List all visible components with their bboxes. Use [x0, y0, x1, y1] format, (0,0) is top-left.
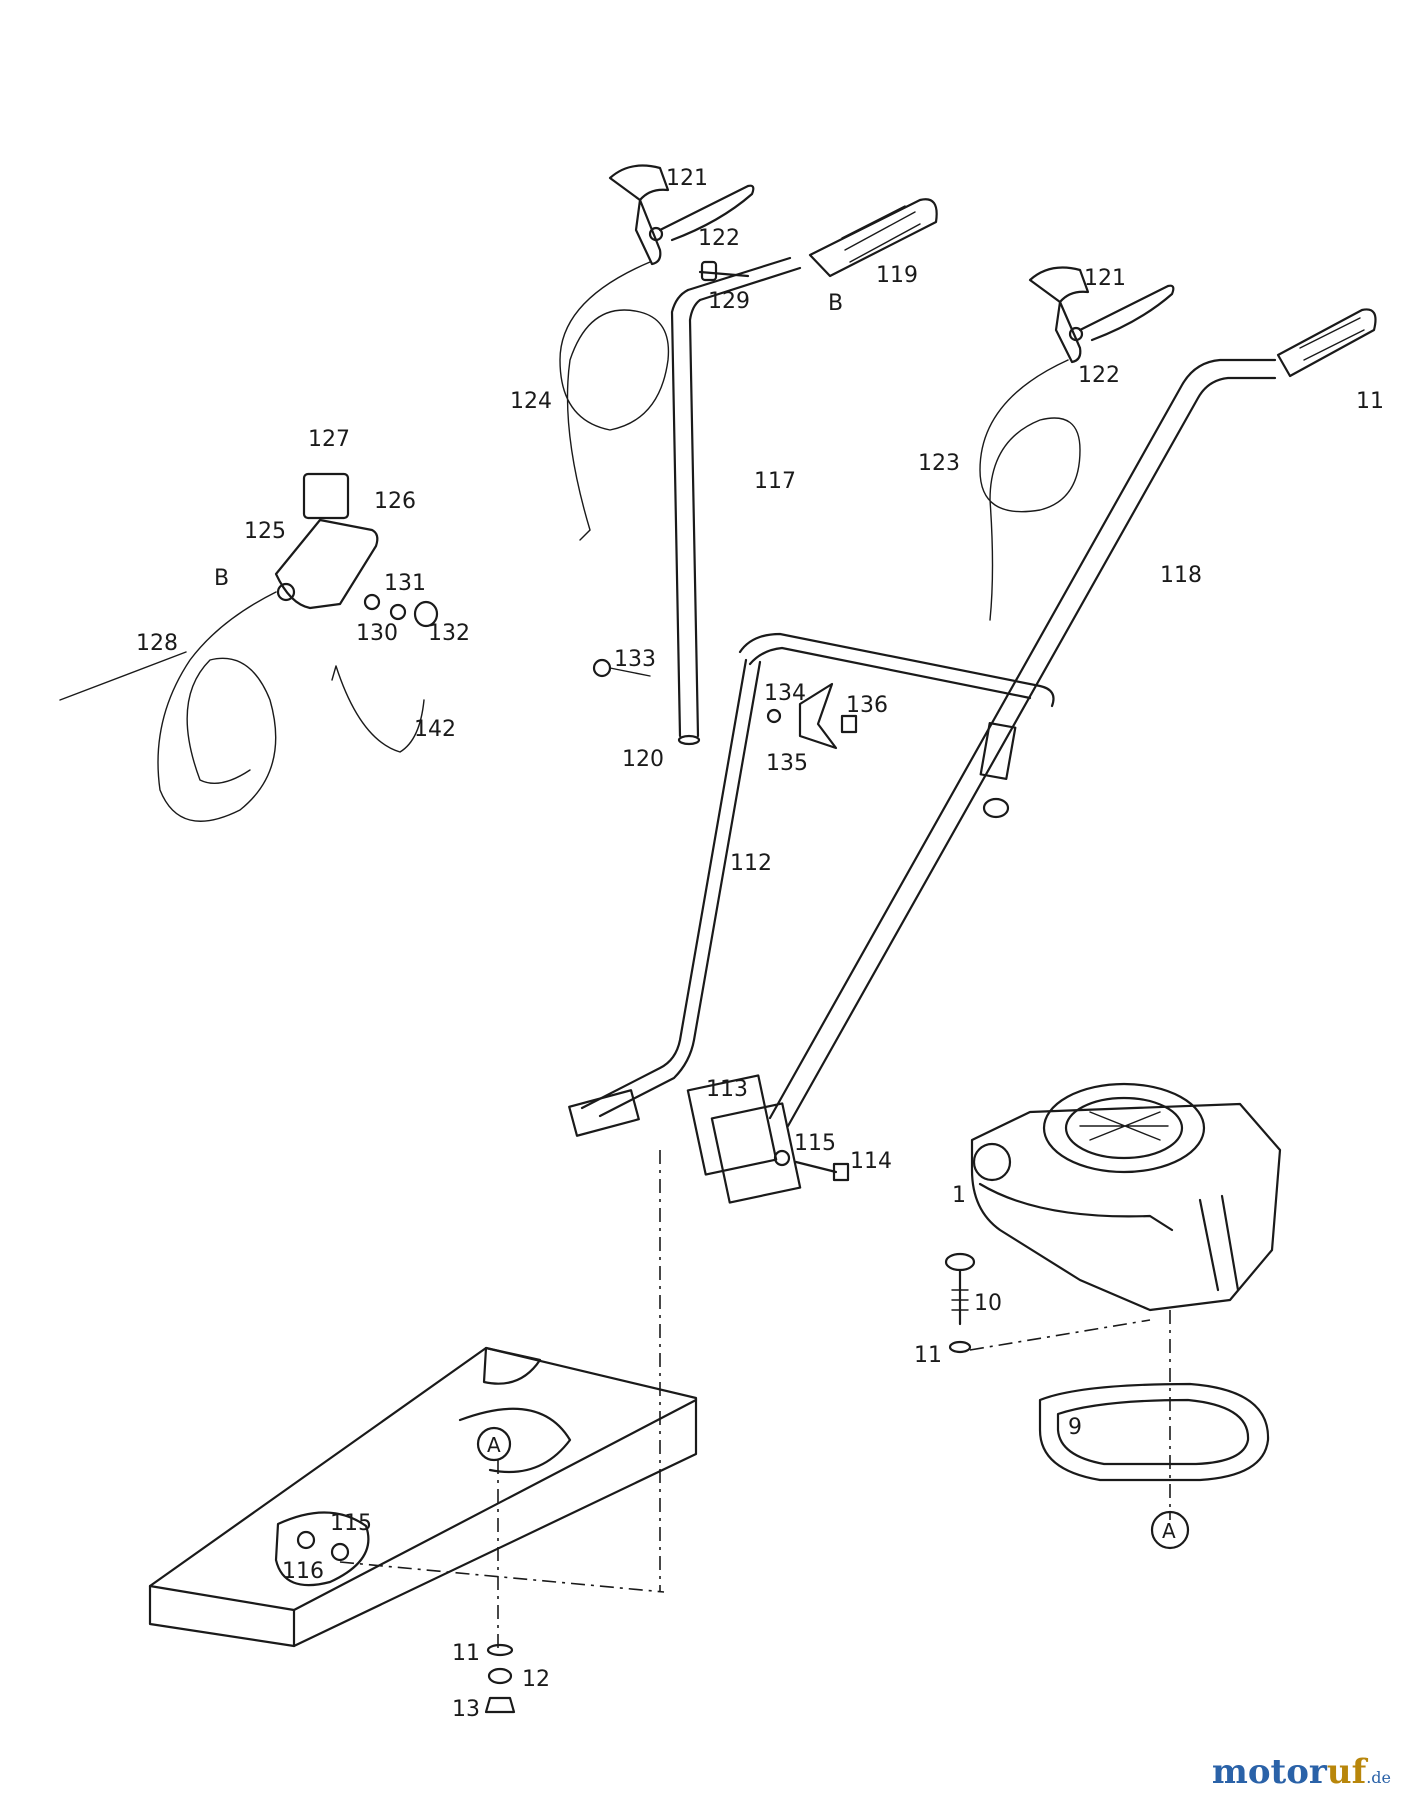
callout-114: 114 — [850, 1149, 892, 1174]
callout-115: 115 — [794, 1131, 836, 1156]
callout-127: 127 — [308, 427, 350, 452]
callout-9: 9 — [1068, 1415, 1082, 1440]
lever-left — [559, 164, 755, 541]
callout-126: 126 — [374, 489, 416, 514]
callouts: 121 122 119 129 B 124 117 121 122 11 123… — [136, 166, 1384, 1722]
callout-120: 120 — [622, 747, 664, 772]
callout-a: A — [1162, 1519, 1176, 1543]
callout-133: 133 — [614, 647, 656, 672]
callout-112: 112 — [730, 851, 772, 876]
callout-11: 11 — [914, 1343, 942, 1368]
lever-right — [979, 266, 1175, 621]
callout-12: 12 — [522, 1667, 550, 1692]
deck — [148, 1150, 1190, 1714]
callout-121: 121 — [666, 166, 708, 191]
callout-122: 122 — [1078, 363, 1120, 388]
callout-121: 121 — [1084, 266, 1126, 291]
callout-a: A — [487, 1433, 501, 1457]
callout-130: 130 — [356, 621, 398, 646]
handle-right — [768, 308, 1377, 1128]
callout-129: 129 — [708, 289, 750, 314]
callout-142: 142 — [414, 717, 456, 742]
watermark-part-1: motor — [1211, 1752, 1327, 1792]
watermark-logo: motoruf.de — [1212, 1752, 1391, 1792]
watermark-part-2: uf — [1326, 1752, 1367, 1792]
callout-135: 135 — [766, 751, 808, 776]
callout-119: 119 — [876, 263, 918, 288]
callout-117: 117 — [754, 469, 796, 494]
callout-b: B — [828, 291, 843, 316]
callout-115: 115 — [330, 1511, 372, 1536]
callout-128: 128 — [136, 631, 178, 656]
callout-b: B — [214, 566, 229, 591]
callout-10: 10 — [974, 1291, 1002, 1316]
watermark-part-3: .de — [1366, 1768, 1391, 1787]
callout-123: 123 — [918, 451, 960, 476]
hardware — [592, 260, 858, 1204]
callout-124: 124 — [510, 389, 552, 414]
callout-134: 134 — [764, 681, 806, 706]
handle-left — [568, 198, 1055, 1137]
callout-122: 122 — [698, 226, 740, 251]
callout-113: 113 — [706, 1077, 748, 1102]
callout-132: 132 — [428, 621, 470, 646]
throttle-control — [59, 472, 439, 822]
callout-136: 136 — [846, 693, 888, 718]
callout-11: 11 — [1356, 389, 1384, 414]
callout-118: 118 — [1160, 563, 1202, 588]
engine — [944, 1082, 1282, 1520]
callout-13: 13 — [452, 1697, 480, 1722]
callout-11: 11 — [452, 1641, 480, 1666]
callout-1: 1 — [952, 1183, 966, 1208]
callout-116: 116 — [282, 1559, 324, 1584]
callout-131: 131 — [384, 571, 426, 596]
callout-125: 125 — [244, 519, 286, 544]
